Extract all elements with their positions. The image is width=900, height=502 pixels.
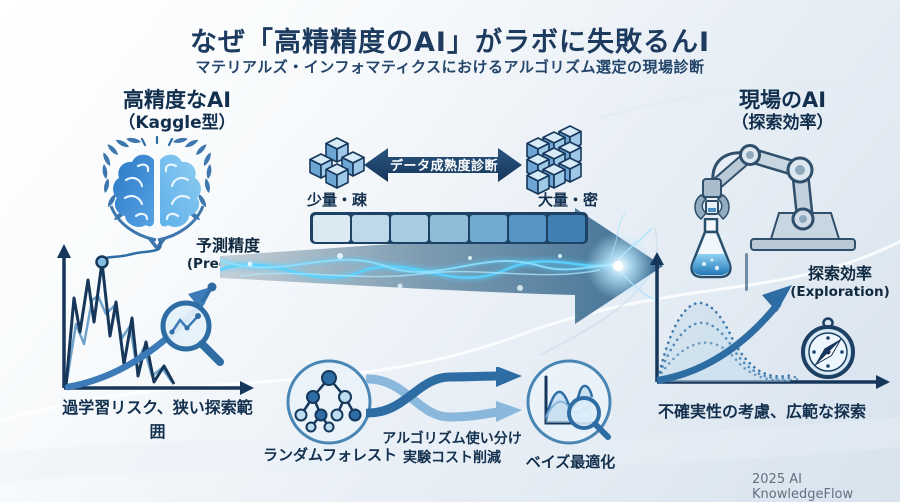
left-column-heading: 高精度なAI （Kaggle型） [93, 88, 261, 134]
overfitting-chart [57, 240, 254, 395]
vertical-divider [745, 253, 748, 291]
x-axis-arrow [876, 375, 890, 389]
credit-watermark: 2025 AI KnowledgeFlow [752, 472, 854, 502]
scale-segment [508, 214, 547, 242]
exploration-label-en: (Exploration) [790, 284, 890, 300]
callout-line [102, 240, 162, 261]
exploration-label-ja: 探索効率 [807, 264, 872, 283]
dense-data-cubes-icon [526, 125, 582, 195]
random-forest-icon [286, 359, 372, 445]
right-metric: 探索効率 (Exploration) [780, 264, 900, 301]
flask-icon [690, 218, 732, 279]
scale-segment [312, 214, 350, 242]
random-forest-label: ランダムフォレスト [262, 446, 398, 464]
left-heading: 高精度なAI [122, 88, 232, 112]
brain-laurel-icon [98, 136, 216, 251]
y-axis-arrow [650, 252, 664, 265]
precision-label-ja: 予測精度 [195, 236, 260, 255]
glow-dots [247, 253, 562, 291]
right-column-heading: 現場のAI （探索効率） [700, 88, 865, 134]
scale-segment [391, 214, 429, 242]
flow-middle-label-1: アルゴリズム使い分け [382, 431, 522, 447]
magnifier-icon [160, 282, 224, 366]
left-caption: 過学習リスク、狭い探索範囲 [62, 398, 253, 441]
jagged-overfit-curve [64, 260, 176, 387]
sparkle-lines [140, 136, 174, 147]
peak-dot [95, 255, 109, 269]
scale-segment [548, 214, 586, 242]
right-subheading: （探索効率） [731, 113, 834, 134]
crossing-arrows-icon [366, 367, 522, 422]
scale-segment [351, 214, 390, 242]
bayes-optimization-icon [526, 359, 612, 445]
right-caption: 不確実性の考慮、広範な探索 [657, 402, 866, 421]
sparse-label: 少量・疎 [306, 191, 367, 209]
scale-segment [430, 214, 468, 242]
right-heading: 現場のAI [738, 88, 827, 112]
rising-arrow [656, 300, 782, 384]
scale-segment [469, 214, 507, 242]
compass-icon [801, 317, 855, 379]
page-title: なぜ「高精精度のAI」がラボに失敗るんI [190, 27, 710, 58]
x-axis-arrow [240, 381, 254, 395]
bayes-label: ベイズ最適化 [525, 453, 616, 471]
left-subheading: （Kaggle型） [118, 113, 236, 134]
sparse-data-cubes-icon [309, 137, 365, 189]
flow-middle-label-2: 実験コスト削減 [403, 450, 501, 466]
dotted-bell-curves [656, 301, 800, 382]
dense-label: 大量・密 [537, 191, 598, 209]
bayes-magnifier [567, 396, 611, 440]
maturity-double-arrow [364, 148, 522, 182]
maturity-scale [310, 212, 588, 244]
robot-arm-icon [694, 144, 856, 251]
page-subtitle: マテリアルズ・インフォマティクスにおけるアルゴリズム選定の現場診断 [195, 58, 705, 76]
maturity-arrow-label: データ成熟度診断 [389, 159, 498, 174]
y-axis-arrow [57, 244, 71, 258]
exploration-chart [650, 252, 890, 389]
